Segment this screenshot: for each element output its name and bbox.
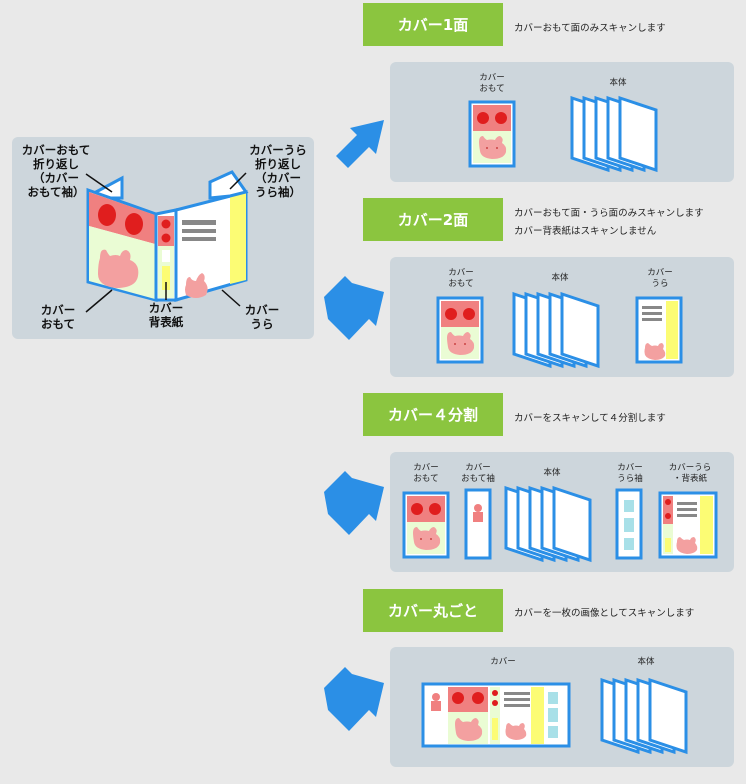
- label-spine: カバー 背表紙: [148, 301, 184, 329]
- label-back: カバー うら: [244, 303, 280, 331]
- desc-cover-whole: カバーを一枚の画像としてスキャンします: [514, 608, 695, 619]
- s3-back-flap: [615, 488, 643, 560]
- s3-label-back-flap: カバー うら袖: [617, 463, 643, 484]
- s4-label-cover: カバー: [490, 657, 516, 667]
- arrow-to-section-3: [324, 471, 384, 535]
- arrow-to-section-2: [324, 276, 384, 340]
- arrow-to-section-1: [336, 120, 384, 168]
- s3-back-spine: [658, 491, 718, 559]
- desc-cover-1-side: カバーおもて面のみスキャンします: [514, 23, 666, 34]
- s3-label-front-flap: カバー おもて袖: [461, 463, 495, 484]
- front-dot-2: [125, 213, 143, 235]
- front-dot-1: [98, 204, 116, 226]
- desc-cover-2-sides: カバーおもて面・うら面のみスキャンします カバー背表紙はスキャンしません: [514, 208, 704, 237]
- tag-cover-2-sides: カバー2面: [363, 198, 503, 241]
- s2-label-back: カバー うら: [647, 268, 673, 289]
- tag-cover-1-side: カバー1面: [363, 3, 503, 46]
- s4-label-body: 本体: [637, 657, 655, 667]
- s1-label-body: 本体: [609, 78, 627, 88]
- s3-label-body: 本体: [543, 468, 561, 478]
- label-back-flap: カバーうら 折り返し （カバー うら袖）: [249, 143, 307, 199]
- label-front: カバー おもて: [40, 303, 76, 331]
- desc-cover-4-split: カバーをスキャンして４分割します: [514, 413, 666, 424]
- s2-label-front: カバー おもて: [448, 268, 474, 289]
- s3-front-flap: [464, 488, 492, 560]
- back-flap-shape: [208, 170, 249, 200]
- front-bunny: [98, 249, 139, 288]
- s3-label-front: カバー おもて: [413, 463, 439, 484]
- s2-label-body: 本体: [551, 273, 569, 283]
- s3-label-back-spine: カバーうら ・背表紙: [668, 463, 712, 484]
- back-bunny: [185, 273, 208, 298]
- tag-cover-4-split: カバー４分割: [363, 393, 503, 436]
- label-front-flap: カバーおもて 折り返し （カバー おもて袖）: [21, 143, 91, 199]
- s1-label-front: カバー おもて: [479, 73, 505, 94]
- tag-cover-whole: カバー丸ごと: [363, 589, 503, 632]
- arrow-to-section-4: [324, 667, 384, 731]
- section-1-panel: [390, 62, 734, 182]
- s4-whole-cover: [421, 682, 571, 748]
